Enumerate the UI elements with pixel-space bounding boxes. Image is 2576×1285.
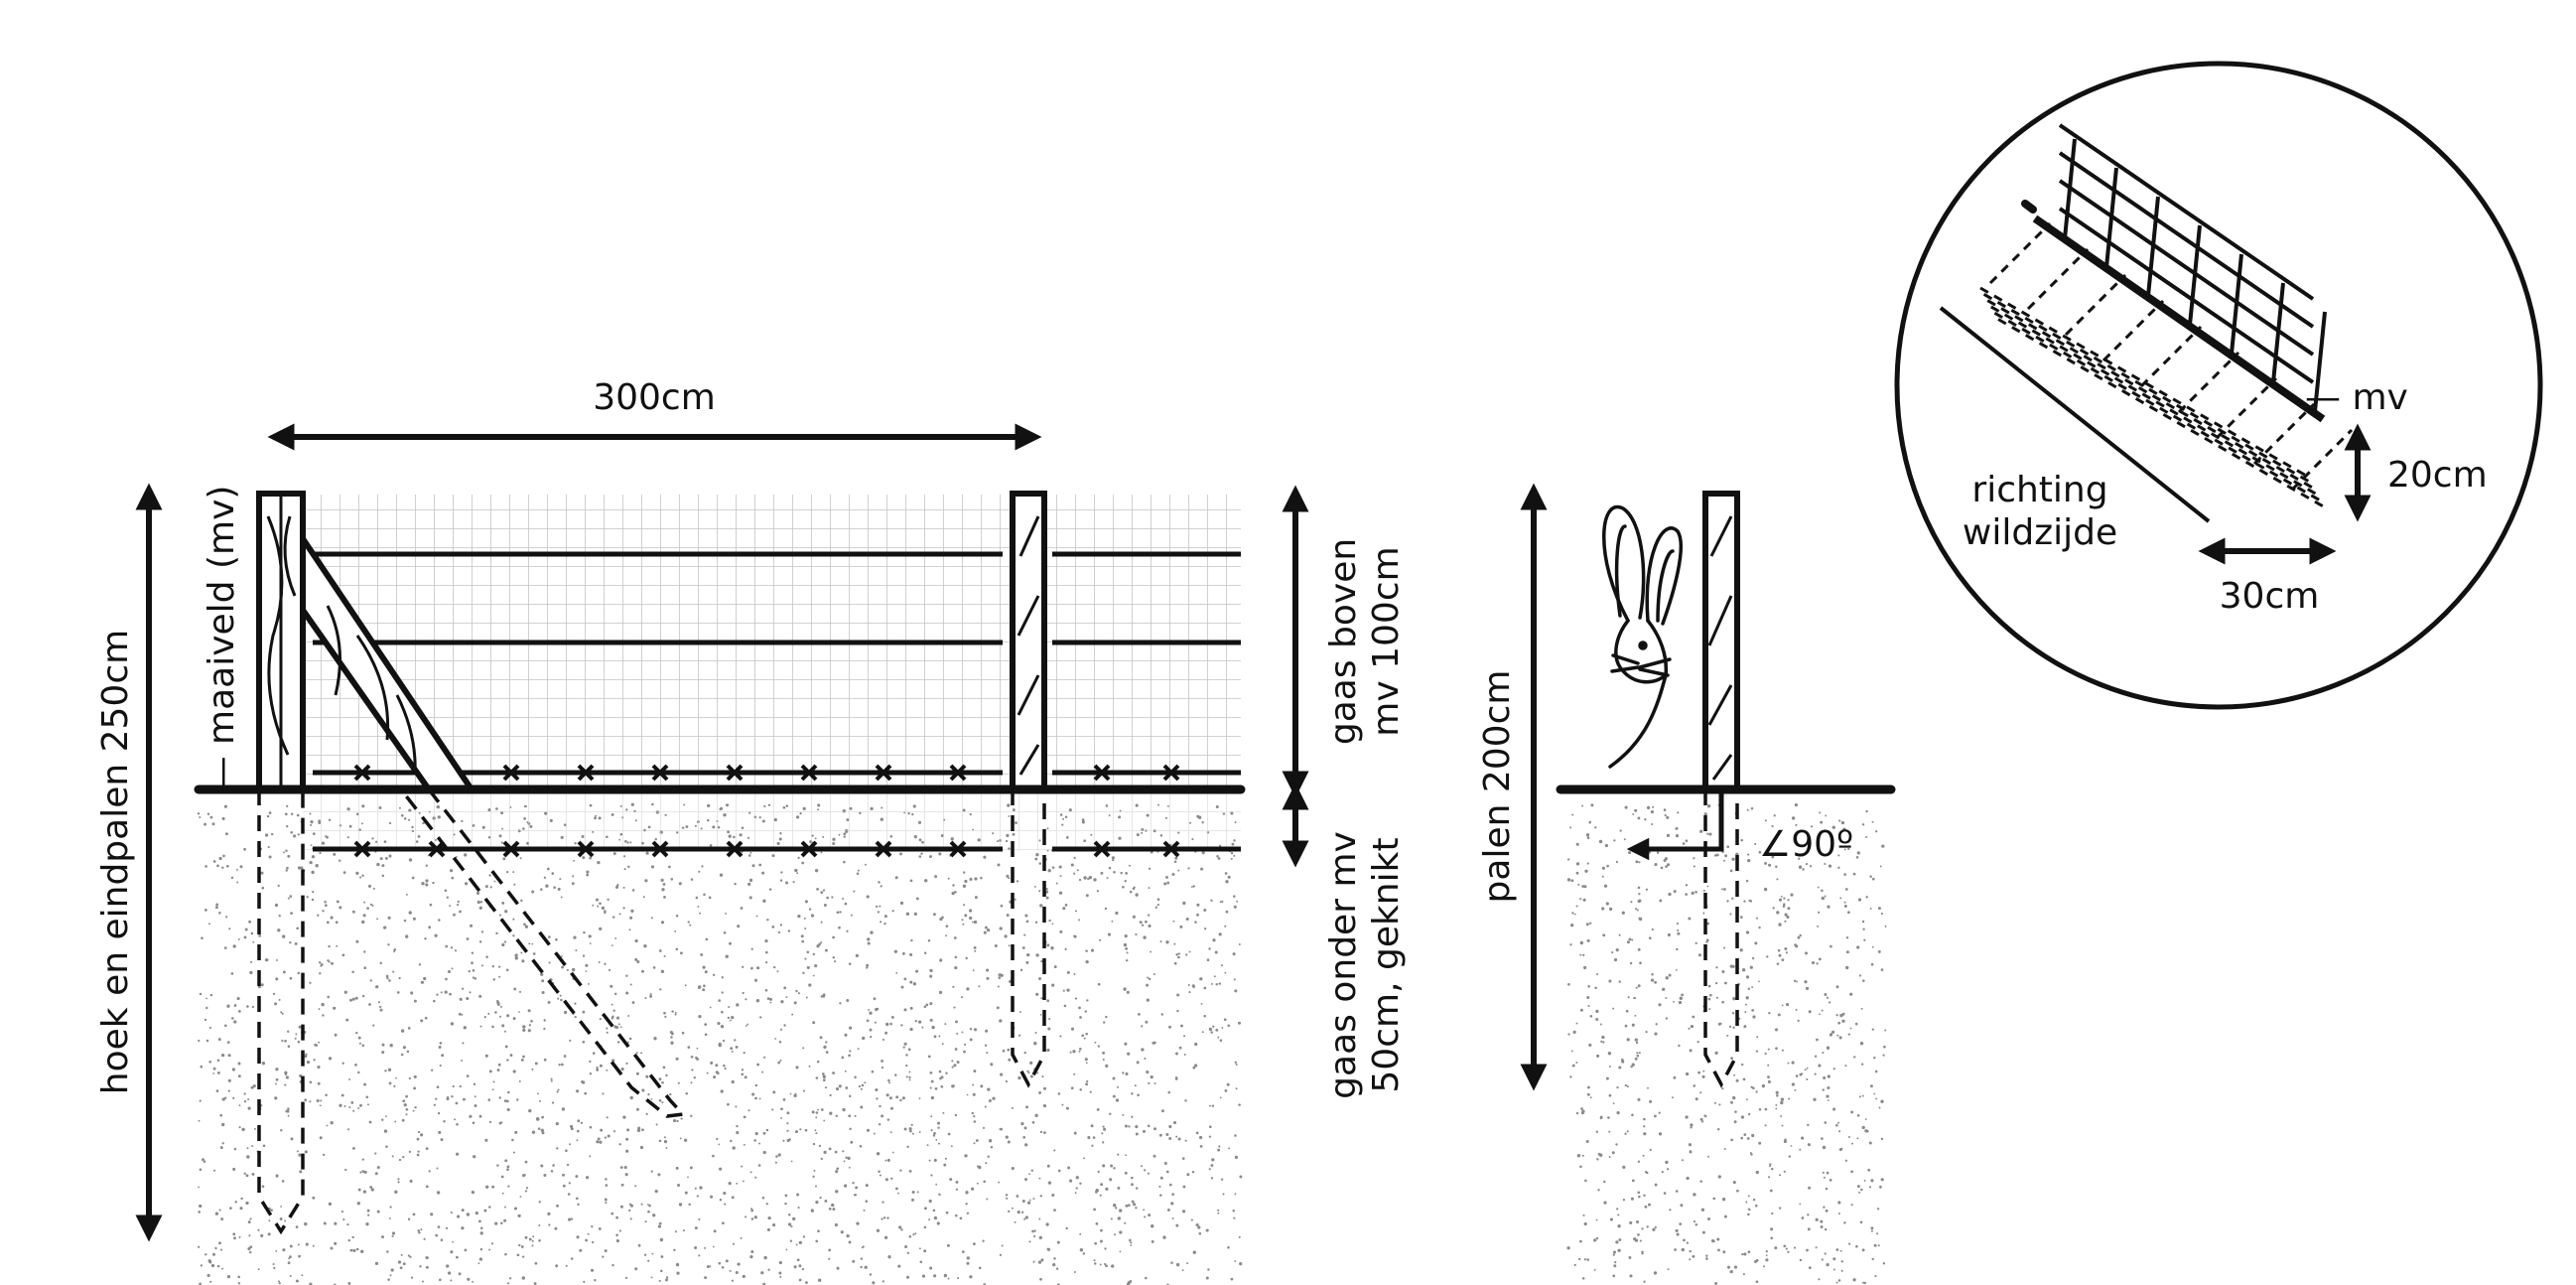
post-height-label: hoek en eindpalen 250cm [95,630,136,1094]
direction-label-line2: wildzijde [1963,512,2117,553]
mesh-above-label-line1: gaas boven [1323,538,1364,745]
side-post-height-label: palen 200cm [1477,670,1518,904]
bent-mesh-profile [1626,789,1724,861]
detail-mv-label: — mv [2305,377,2408,418]
detail-mesh-grid [2058,123,2327,412]
mesh-below-label-line2: 50cm, geknikt [1366,837,1407,1092]
rabbit-illustration [1602,504,1683,769]
detail-buried-mesh [1979,221,2354,509]
wire-clips [353,764,1180,858]
ground-level-label: — maaiveld (mv) [202,486,242,792]
soil-texture-side [1566,803,1887,1285]
side-view: ∠90º palen 200cm [1477,483,1896,1091]
span-label: 300cm [593,377,716,418]
corner-post [256,491,306,1235]
main-fence-view: 300cm hoek en eindpalen 250cm — maaiveld… [95,377,1407,1242]
direction-label-line1: richting [1971,470,2107,510]
angle-label: ∠90º [1759,824,1853,865]
detail-inset: — mv 20cm 30cm richting wildzijde [1894,61,2543,710]
mesh-below-label-line1: gaas onder mv [1323,831,1364,1099]
wire-mesh-below-ground [303,789,1241,851]
mesh-above-label-line2: mv 100cm [1366,546,1407,736]
width-label: 30cm [2220,576,2320,617]
depth-label: 20cm [2387,455,2488,496]
soil-texture-main [197,802,1243,1285]
